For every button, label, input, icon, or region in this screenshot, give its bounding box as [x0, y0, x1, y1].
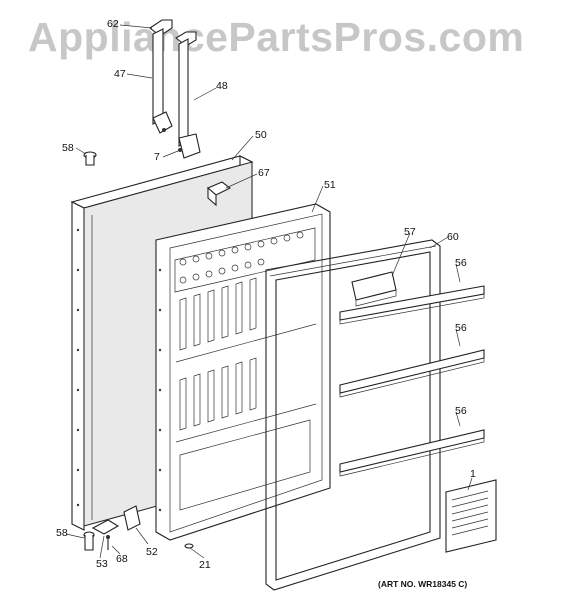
callout-47: 47 — [114, 68, 126, 80]
hinge-53 — [91, 519, 120, 535]
callout-53: 53 — [96, 558, 108, 570]
callout-68: 68 — [116, 553, 128, 565]
bracket-67 — [206, 181, 232, 207]
shelf-rail-56-top — [339, 285, 485, 325]
shelf-rail-56-middle — [339, 349, 485, 398]
watermark: AppliancePartsPros.com — [28, 14, 525, 60]
callout-51: 51 — [324, 179, 336, 191]
callout-50: 50 — [255, 129, 267, 141]
door-liner-51 — [155, 203, 331, 541]
callout-21: 21 — [199, 559, 211, 571]
callout-56-bottom: 56 — [455, 405, 467, 417]
callout-57: 57 — [404, 226, 416, 238]
plug-58-bottom — [83, 531, 95, 551]
callout-58-bottom: 58 — [56, 527, 68, 539]
door-handle-48 — [175, 31, 201, 159]
hinge-52 — [123, 505, 141, 531]
callout-52: 52 — [146, 546, 158, 558]
callout-48: 48 — [216, 80, 228, 92]
screw-68 — [106, 535, 110, 550]
callout-58-top: 58 — [62, 142, 74, 154]
screw-21 — [184, 543, 194, 549]
shelf-rail-56-bottom — [339, 429, 485, 477]
door-handle-47 — [149, 19, 173, 134]
callout-56-top: 56 — [455, 257, 467, 269]
label-plate-1 — [445, 479, 497, 553]
breaker-strip-57 — [351, 271, 397, 307]
leader-lines — [65, 24, 473, 559]
callout-7: 7 — [154, 151, 160, 163]
callout-56-middle: 56 — [455, 322, 467, 334]
art-number: (ART NO. WR18345 C) — [378, 579, 468, 589]
plug-58-top — [83, 151, 97, 166]
door-gasket-60 — [265, 239, 441, 591]
callout-67: 67 — [258, 167, 270, 179]
callout-60: 60 — [447, 231, 459, 243]
callout-62: 62 — [107, 18, 119, 30]
callout-1: 1 — [470, 468, 476, 480]
